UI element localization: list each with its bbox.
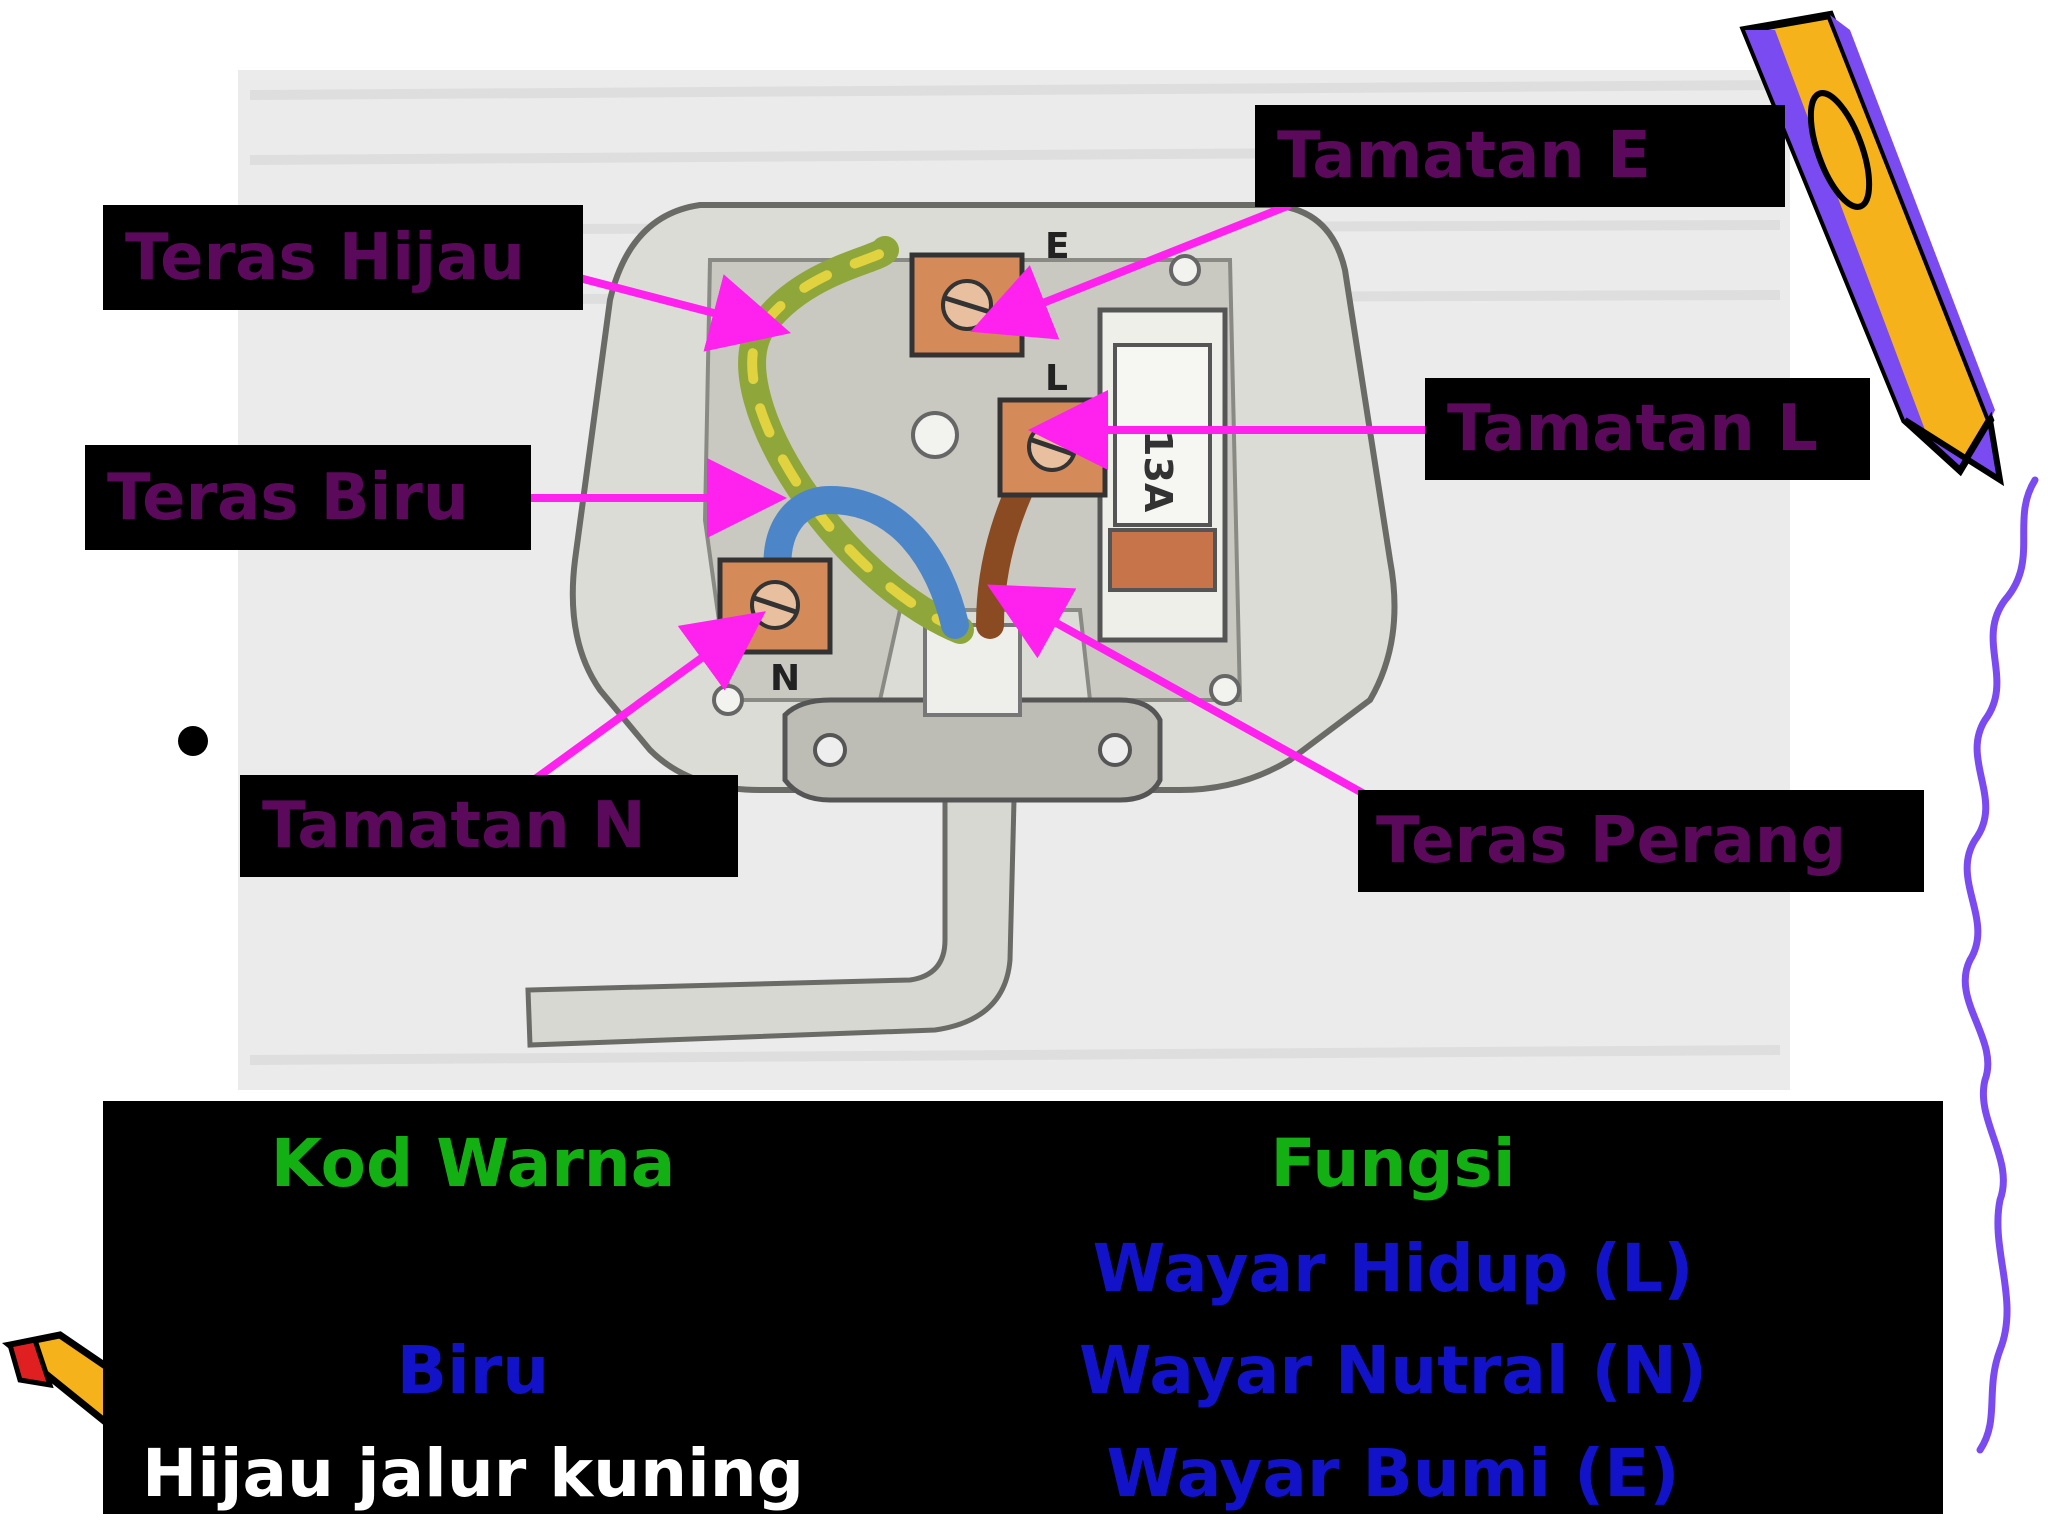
color-code-table: Kod Warna Fungsi Wayar Hidup (L) Biru Wa… [103, 1101, 1943, 1514]
table-header-kod-warna: Kod Warna [270, 1125, 676, 1202]
pencil-stripe [1745, 30, 1925, 430]
terminal-n-slot [753, 595, 797, 615]
table-cell-kod: Hijau jalur kuning [142, 1435, 804, 1512]
green-yellow-wire-stripe [747, 245, 965, 635]
arrow-tamatan-e [970, 201, 1292, 340]
pencil-ornament [1807, 90, 1873, 210]
mount-hole [712, 684, 744, 716]
label-teras-perang: Teras Perang [1358, 790, 1924, 892]
bullet-point [178, 726, 208, 756]
terminal-e-letter: E [1045, 226, 1070, 267]
table-cell-fungsi: Wayar Nutral (N) [1078, 1332, 1708, 1409]
table-cell-kod: Biru [396, 1332, 550, 1409]
arrow-teras-perang [987, 584, 1377, 804]
label-teras-biru: Teras Biru [85, 445, 531, 550]
fuse-clip-top [1108, 528, 1217, 592]
arrow-tamatan-n [517, 611, 766, 794]
pencil-eraser [6, 1337, 54, 1389]
fuse [1113, 343, 1212, 527]
pencil-tip [1902, 411, 2005, 487]
cable-sheath [923, 623, 1022, 717]
label-tamatan-e: Tamatan E [1255, 105, 1785, 207]
label-tamatan-l: Tamatan L [1425, 378, 1870, 480]
mount-hole [1209, 674, 1241, 706]
pencil-stripe [1830, 15, 1995, 420]
terminal-l-letter: L [1045, 358, 1068, 399]
cord-clamp [782, 697, 1163, 803]
blue-wire [763, 485, 969, 639]
table-cell-fungsi: Wayar Bumi (E) [1106, 1435, 1680, 1512]
label-teras-hijau: Teras Hijau [103, 205, 583, 310]
pointer-arrows [505, 201, 1425, 804]
pencil-icon [1739, 10, 2005, 487]
terminal-n-letter: N [770, 658, 800, 699]
clamp-screw-left [813, 733, 847, 767]
clamp-screw-right [1098, 733, 1132, 767]
table-header-fungsi: Fungsi [1270, 1125, 1516, 1202]
arrow-teras-hijau [566, 271, 791, 352]
label-tamatan-n: Tamatan N [240, 775, 738, 877]
mount-hole [911, 411, 959, 459]
fuse-rating: 13A [1136, 430, 1180, 513]
decorative-squiggle [1961, 476, 2039, 1454]
mount-hole [1169, 254, 1201, 286]
table-cell-fungsi: Wayar Hidup (L) [1092, 1230, 1694, 1307]
